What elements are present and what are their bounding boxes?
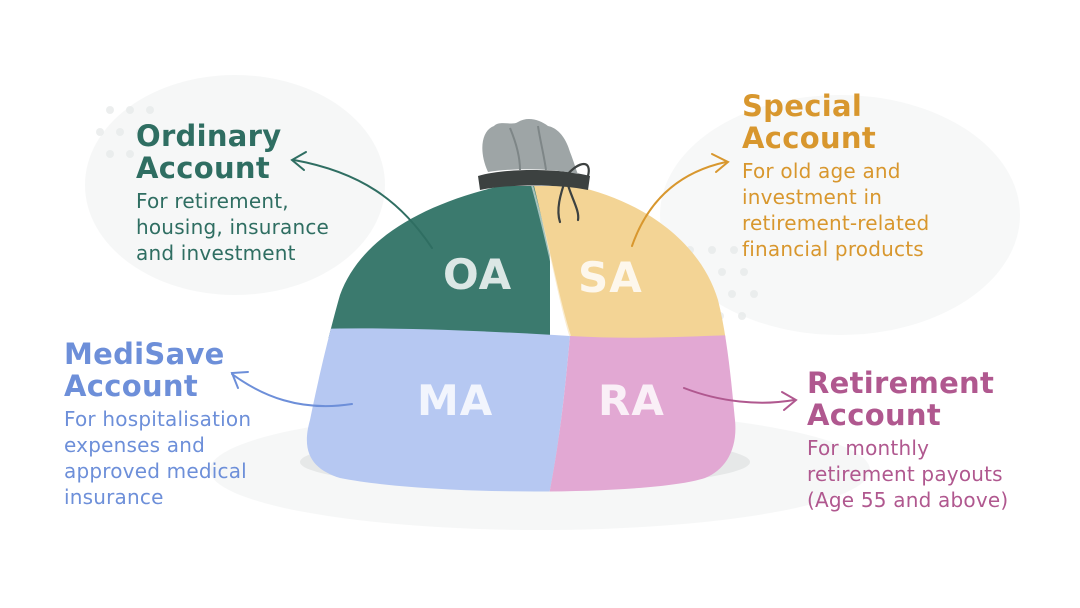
ordinary-account-desc-line: For retirement, xyxy=(136,189,289,213)
special-account-desc-line: retirement-related xyxy=(742,211,930,235)
medisave-account-desc-line: expenses and xyxy=(64,433,205,457)
medisave-account-title-line2: Account xyxy=(64,369,199,403)
special-account-title-line2: Account xyxy=(742,121,877,155)
segment-label-sa: SA xyxy=(578,253,643,302)
ordinary-account-title-line1: Ordinary xyxy=(136,119,282,153)
medisave-account-desc-line: insurance xyxy=(64,485,164,509)
medisave-account-title: MediSave Account xyxy=(64,338,314,402)
medisave-account-title-line1: MediSave xyxy=(64,337,225,371)
retirement-account-desc-line: retirement payouts xyxy=(807,462,1003,486)
medisave-account-description: For hospitalisation expenses and approve… xyxy=(64,406,314,510)
special-account-title-line1: Special xyxy=(742,89,863,123)
ordinary-account-desc-line: and investment xyxy=(136,241,296,265)
bag-neck-band xyxy=(478,170,590,190)
bag-knot-fold xyxy=(509,125,547,171)
ordinary-account-block: Ordinary Account For retirement, housing… xyxy=(136,120,386,266)
segment-label-ra: RA xyxy=(598,376,665,425)
retirement-account-title-line2: Account xyxy=(807,398,942,432)
segment-label-ma: MA xyxy=(417,376,493,425)
bag-string xyxy=(557,162,590,224)
retirement-account-desc-line: For monthly xyxy=(807,436,930,460)
segment-ra xyxy=(548,334,736,492)
ordinary-account-title-line2: Account xyxy=(136,151,271,185)
medisave-account-block: MediSave Account For hospitalisation exp… xyxy=(64,338,314,510)
segment-oa-sa-divider xyxy=(529,186,571,337)
ordinary-account-desc-line: housing, insurance xyxy=(136,215,330,239)
special-account-description: For old age and investment in retirement… xyxy=(742,158,982,262)
segment-sa xyxy=(530,186,736,338)
medisave-account-desc-line: approved medical xyxy=(64,459,247,483)
arrow-sa xyxy=(631,153,730,247)
retirement-account-block: Retirement Account For monthly retiremen… xyxy=(807,367,1067,513)
ordinary-account-description: For retirement, housing, insurance and i… xyxy=(136,188,386,266)
retirement-account-desc-line: (Age 55 and above) xyxy=(807,488,1009,512)
special-account-block: Special Account For old age and investme… xyxy=(742,90,982,262)
retirement-account-title: Retirement Account xyxy=(807,367,1067,431)
retirement-account-description: For monthly retirement payouts (Age 55 a… xyxy=(807,435,1067,513)
special-account-desc-line: financial products xyxy=(742,237,924,261)
segment-ma xyxy=(306,328,570,492)
segment-label-oa: OA xyxy=(443,250,512,299)
special-account-desc-line: investment in xyxy=(742,185,883,209)
retirement-account-title-line1: Retirement xyxy=(807,366,995,400)
medisave-account-desc-line: For hospitalisation xyxy=(64,407,252,431)
arrow-ra xyxy=(683,387,798,411)
arrow-ma xyxy=(230,371,353,408)
special-account-desc-line: For old age and xyxy=(742,159,901,183)
arrow-oa xyxy=(290,151,433,249)
ordinary-account-title: Ordinary Account xyxy=(136,120,386,184)
bag-knot xyxy=(482,119,578,174)
special-account-title: Special Account xyxy=(742,90,982,154)
